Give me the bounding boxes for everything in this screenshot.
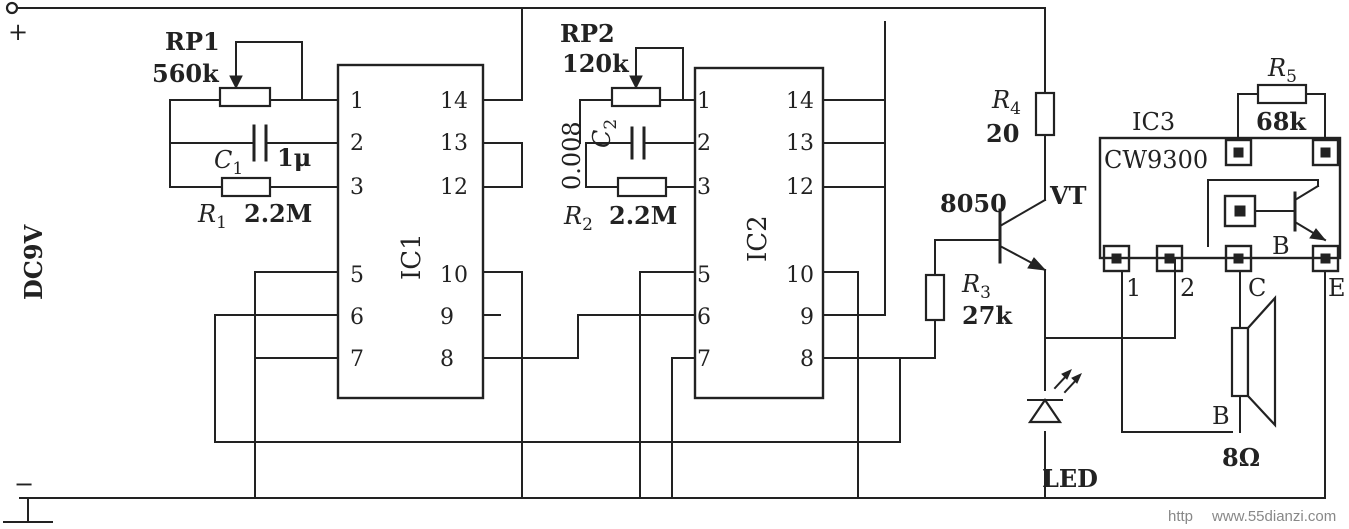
- ic2-right-pins: 14 13 12 10 9 8: [786, 89, 814, 372]
- ic2-pin-label: 2: [697, 131, 711, 156]
- rp1-value: 560k: [152, 59, 220, 88]
- c2-value: 0.008: [558, 121, 586, 190]
- ic2-pin-label: 7: [697, 347, 711, 372]
- speaker-icon: [1230, 295, 1277, 433]
- ic2-pin-label: 3: [697, 175, 711, 200]
- ic2-timing-network: [579, 47, 696, 188]
- c1-capacitor: [252, 124, 268, 162]
- watermark-text: www.55dianzi.com: [1211, 508, 1336, 525]
- r3-resistor: [924, 273, 946, 322]
- rp1-potentiometer: [218, 86, 272, 108]
- rp2-potentiometer: [610, 86, 662, 108]
- watermark-prefix: http: [1168, 508, 1193, 525]
- ic3-external-wiring: [1121, 93, 1326, 499]
- ic2-pin-label: 10: [786, 263, 814, 288]
- vt-type: 8050: [940, 189, 1007, 218]
- ic2-pin-label: 9: [800, 305, 814, 330]
- led-label: LED: [1042, 464, 1098, 493]
- ic2-pin-label: 13: [786, 131, 814, 156]
- ic1-pin-label: 9: [440, 305, 454, 330]
- ic3-body: [1098, 136, 1342, 260]
- r4-value: 20: [986, 119, 1019, 148]
- r5-value: 68k: [1256, 107, 1307, 136]
- r1-ref: R1: [197, 200, 227, 233]
- ic2-left-pins: 1 2 3 5 6 7: [697, 89, 711, 372]
- supply-voltage-label: DC9V: [19, 224, 48, 300]
- ic1-label: IC1: [397, 233, 427, 280]
- ic1-left-pins: 1 2 3 5 6 7: [350, 89, 364, 372]
- ic2-right-wiring: [822, 21, 936, 499]
- r5-resistor: [1256, 83, 1308, 105]
- r2-resistor: [616, 176, 668, 198]
- ic1-pin-label: 5: [350, 263, 364, 288]
- r2-ref: R2: [563, 202, 593, 235]
- ic3-pads: [1102, 138, 1340, 273]
- r5-ref: R5: [1267, 54, 1297, 87]
- vt-ref: VT: [1049, 181, 1087, 210]
- ic3-base-label: B: [1272, 232, 1290, 260]
- ic2-pin-label: 5: [697, 263, 711, 288]
- speaker-value: 8Ω: [1222, 443, 1260, 472]
- c1-value: 1μ: [277, 143, 311, 172]
- ic3-part: CW9300: [1104, 146, 1208, 174]
- c1-ref: C1: [214, 146, 243, 179]
- plus-terminal: [5, 1, 19, 15]
- speaker-node-label: B: [1212, 402, 1230, 430]
- ic2-left-wiring: [639, 271, 696, 499]
- ic1-pin-label: 1: [350, 89, 364, 114]
- ic1-left-wiring: [214, 271, 901, 499]
- ic2-pin-label: 1: [697, 89, 711, 114]
- ic2-pin-label: 12: [786, 175, 814, 200]
- r1-resistor: [220, 176, 272, 198]
- c2-ref: C2: [588, 119, 621, 148]
- ic3-pin-label: 1: [1126, 274, 1141, 302]
- ic1-pin-label: 10: [440, 263, 468, 288]
- ic1-pin-label: 14: [440, 89, 468, 114]
- rp1-ref: RP1: [165, 27, 220, 56]
- ic3-internal-transistor: [1207, 179, 1327, 247]
- plus-label: +: [8, 18, 28, 46]
- ic1-body: [336, 63, 485, 400]
- ic3-pin-label: E: [1328, 274, 1346, 302]
- rp2-ref: RP2: [560, 19, 615, 48]
- ic2-pin-label: 6: [697, 305, 711, 330]
- ic3-pin-label: C: [1248, 274, 1266, 302]
- ic1-pin-label: 8: [440, 347, 454, 372]
- ic2-body: [693, 66, 825, 400]
- r4-resistor: [1034, 91, 1056, 137]
- rp1-wiper-arrow: [229, 75, 243, 90]
- ic2-pin-label: 8: [800, 347, 814, 372]
- ic1-pin-label: 12: [440, 175, 468, 200]
- ic1-pin-label: 3: [350, 175, 364, 200]
- rp2-value: 120k: [562, 49, 630, 78]
- r1-value: 2.2M: [244, 199, 312, 228]
- ic1-pin-label: 2: [350, 131, 364, 156]
- led-diode: [1027, 369, 1082, 424]
- ic2-pin-label: 14: [786, 89, 814, 114]
- ic1-right-pins: 14 13 12 10 9 8: [440, 89, 468, 372]
- ic1-right-wiring: [482, 7, 696, 499]
- c2-capacitor: [630, 126, 646, 160]
- ic1-timing-network: [169, 41, 339, 188]
- ic1-pin-label: 7: [350, 347, 364, 372]
- r3-ref: R3: [961, 270, 991, 303]
- vt-transistor: [998, 198, 1047, 272]
- r2-value: 2.2M: [609, 201, 677, 230]
- ic2-label: IC2: [743, 215, 773, 262]
- ic3-name: IC3: [1132, 108, 1175, 136]
- ic1-pin-label: 6: [350, 305, 364, 330]
- minus-label: −: [14, 470, 34, 498]
- vt-emitter-arrow: [1027, 257, 1047, 271]
- rp2-wiper-arrow: [629, 75, 643, 90]
- ic3-pin-label: 2: [1180, 274, 1195, 302]
- r3-value: 27k: [962, 301, 1013, 330]
- r4-ref: R4: [991, 86, 1021, 119]
- ic1-pin-label: 13: [440, 131, 468, 156]
- driver-wiring: [934, 7, 1176, 499]
